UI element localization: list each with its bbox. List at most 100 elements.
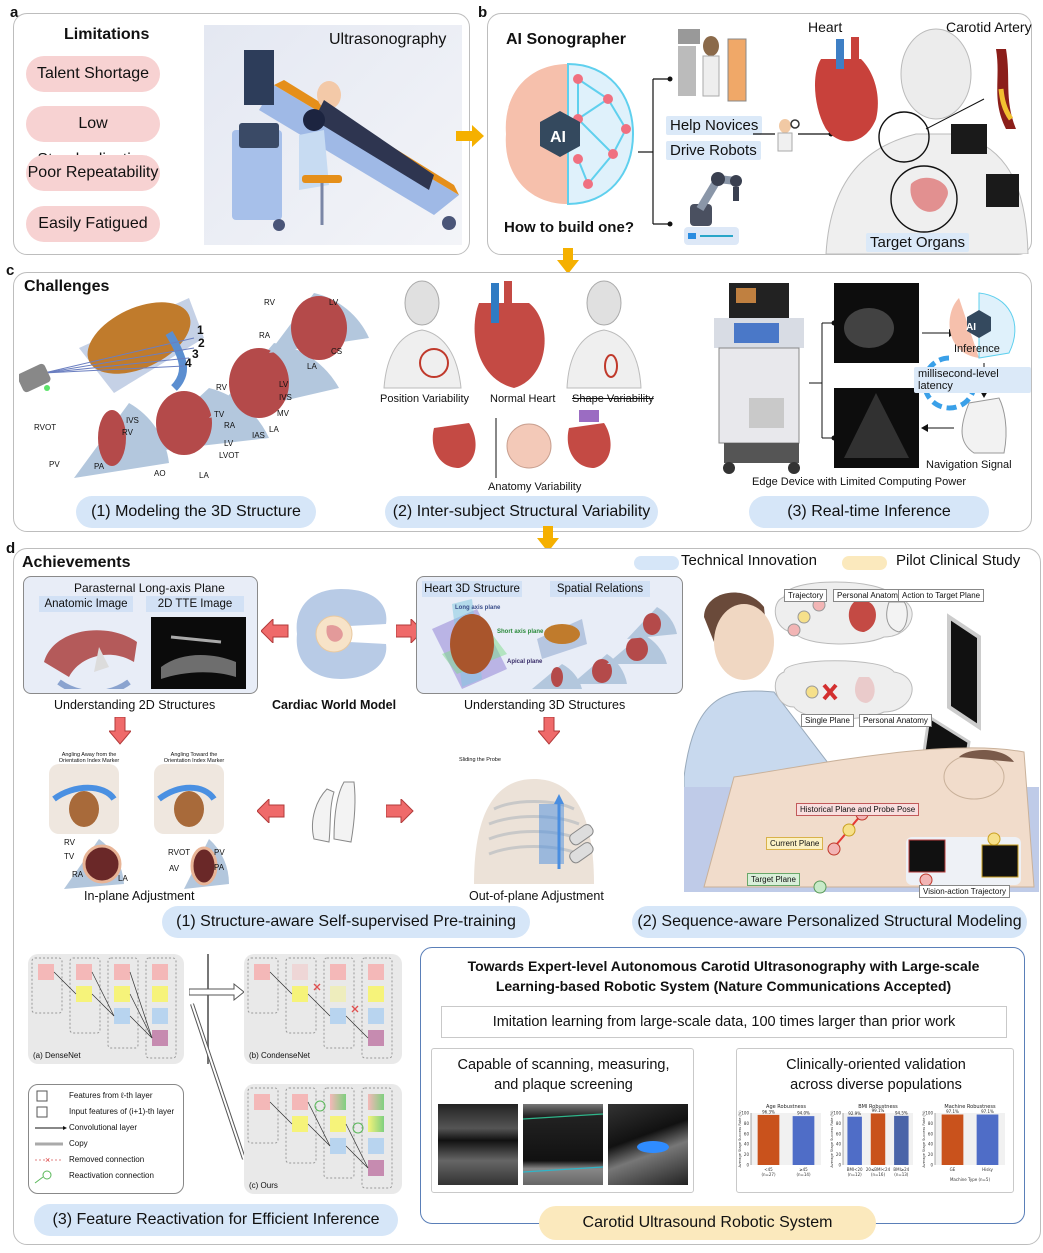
chart-title: Machine Robustness xyxy=(944,1104,996,1110)
label-tv: TV xyxy=(214,410,225,419)
thought-action-target-plane: Action to Target Plane xyxy=(898,589,985,602)
chart-xtick-label: 20≤BMI<24 xyxy=(866,1167,891,1172)
label-tv-inplane: TV xyxy=(64,852,75,861)
connector-lines xyxy=(638,76,673,227)
carotid-robotic-system-label: Carotid Ultrasound Robotic System xyxy=(539,1206,876,1240)
chart-xtick-label: <45 xyxy=(764,1167,773,1172)
use-drive-robots: Drive Robots xyxy=(666,141,761,160)
structural-variability-icon xyxy=(383,280,642,478)
chart-ytick-label: 60 xyxy=(744,1131,750,1136)
ai-brain-icon xyxy=(505,62,635,206)
label-la-inplane: LA xyxy=(118,874,128,883)
chart-xtick-label: (n=14) xyxy=(796,1172,811,1177)
chart-ytick-label: 0 xyxy=(746,1163,749,1168)
legend-input-features: Input features of (i+1)-th layer xyxy=(69,1107,175,1116)
carotid-system-box: Towards Expert-level Autonomous Carotid … xyxy=(420,947,1025,1240)
challenge-structural-variability: (2) Inter-subject Structural Variability xyxy=(385,496,658,528)
edge-device-label: Edge Device with Limited Computing Power xyxy=(752,476,966,488)
position-variability-label: Position Variability xyxy=(380,393,470,405)
label-lv-3: LV xyxy=(279,380,289,389)
panel-d: Achievements Technical Innovation Pilot … xyxy=(13,548,1041,1245)
chart-ylabel: Average Stage Success Rate (%) xyxy=(922,1110,926,1168)
understanding-3d-box: Heart 3D Structure Spatial Relations Lon… xyxy=(416,576,683,694)
label-rvot-inplane: RVOT xyxy=(168,848,191,857)
label-rv-inplane: RV xyxy=(64,838,75,847)
label-ias: IAS xyxy=(252,431,265,440)
understanding-2d-caption: Understanding 2D Structures xyxy=(54,698,216,712)
arrow-left-inplane-icon xyxy=(257,799,285,823)
arrow-down-2d-icon xyxy=(109,717,131,745)
chart-ytick-label: 20 xyxy=(836,1152,842,1157)
chart-xtick-label: (n=12) xyxy=(848,1172,863,1177)
arrow-down-3d-icon xyxy=(538,717,560,745)
tag-heart-3d-structure: Heart 3D Structure xyxy=(422,581,522,597)
panel-letter-b: b xyxy=(478,4,488,21)
chart-value-label: 99.1% xyxy=(872,1108,885,1113)
capable-line2: and plaque screening xyxy=(494,1077,633,1093)
chart-bar xyxy=(976,1114,999,1165)
chart-ytick-label: 40 xyxy=(836,1142,842,1147)
organ-carotid-label: Carotid Artery xyxy=(946,19,1032,35)
heart-3d-planes-icon xyxy=(19,288,369,478)
label-pa-inplane: PA xyxy=(214,863,225,872)
thought-personal-anatomy: Personal Anatomy xyxy=(833,589,906,602)
label-ivs-3: IVS xyxy=(279,393,292,402)
chart-ytick-label: 60 xyxy=(928,1131,934,1136)
chart-value-label: 97.1% xyxy=(981,1109,994,1114)
chart-title: BMI Robustness xyxy=(858,1104,898,1110)
chart-ytick-label: 20 xyxy=(744,1152,750,1157)
arrow-right-outplane-icon xyxy=(386,799,414,823)
svg-text:×: × xyxy=(45,1155,50,1165)
legend-pilot-clinical-study: Pilot Clinical Study xyxy=(896,552,1021,569)
ultrasonography-label: Ultrasonography xyxy=(329,31,447,48)
out-of-plane-caption: Out-of-plane Adjustment xyxy=(469,889,604,903)
tag-spatial-relations: Spatial Relations xyxy=(550,581,650,597)
chart-xtick-label: GE xyxy=(950,1167,956,1172)
label-ra-3: RA xyxy=(224,421,236,430)
arrow-c-to-d-icon xyxy=(537,526,559,552)
ours-diagram: (c) Ours xyxy=(244,1084,402,1194)
densenet-graph-icon xyxy=(31,957,177,1059)
sequence-modeling-illustration: Trajectory Personal Anatomy Action to Ta… xyxy=(684,577,1039,905)
plane-number-2: 2 xyxy=(198,336,205,350)
chart-value-label: 97.1% xyxy=(946,1109,959,1114)
chart-title: Age Robustness xyxy=(766,1104,806,1110)
chart-ytick-label: 80 xyxy=(836,1121,842,1126)
legend-swatch-clinical xyxy=(842,556,887,570)
latency-label: millisecond-level latency xyxy=(914,367,1031,393)
network-legend-glyphs-icon: × xyxy=(34,1090,67,1184)
label-lv-2: LV xyxy=(224,439,234,448)
plane-title: Parasternal Long-axis Plane xyxy=(74,581,225,595)
chart-ylabel: Average Stage Success Rate (%) xyxy=(738,1110,742,1168)
vision-action-trajectory-label: Vision-action Trajectory xyxy=(919,885,1010,898)
chart-ytick-label: 0 xyxy=(838,1163,841,1168)
legend-technical-innovation: Technical Innovation xyxy=(681,552,817,569)
arrow-left-to-2d-icon xyxy=(261,619,289,643)
label-ivs: IVS xyxy=(126,416,139,425)
label-av-inplane: AV xyxy=(169,864,180,873)
chart-ytick-label: 40 xyxy=(744,1142,750,1147)
chart-ytick-label: 40 xyxy=(928,1142,934,1147)
validation-line1: Clinically-oriented validation xyxy=(786,1057,966,1073)
label-la-4: LA xyxy=(307,362,317,371)
label-ao: AO xyxy=(154,469,166,478)
legend-reactivation-connection: Reactivation connection xyxy=(69,1171,154,1180)
innovation-structure-aware: (1) Structure-aware Self-supervised Pre-… xyxy=(162,906,530,938)
validation-line2: across diverse populations xyxy=(790,1077,962,1093)
in-plane-caption: In-plane Adjustment xyxy=(84,889,195,903)
challenge-realtime-inference: (3) Real-time Inference xyxy=(749,496,989,528)
network-divider xyxy=(207,954,209,1064)
chart-xtick-label: (n=27) xyxy=(761,1172,776,1177)
plane-number-1: 1 xyxy=(197,323,204,337)
limitation-poor-repeatability: Poor Repeatability xyxy=(26,155,160,191)
carotid-title-line1: Towards Expert-level Autonomous Carotid … xyxy=(467,958,980,974)
anatomy-variability-label: Anatomy Variability xyxy=(488,481,582,493)
condensenet-graph-icon xyxy=(247,957,393,1059)
carotid-title-line2: Learning-based Robotic System (Nature Co… xyxy=(495,978,952,994)
limitation-easily-fatigued: Easily Fatigued xyxy=(26,206,160,242)
thought-personal-anatomy-2: Personal Anatomy xyxy=(859,714,932,727)
chart-ytick-label: 100 xyxy=(833,1111,841,1116)
plane-number-4: 4 xyxy=(185,356,192,370)
label-rv-2: RV xyxy=(122,428,133,437)
chart-value-label: 94.5% xyxy=(895,1110,908,1115)
